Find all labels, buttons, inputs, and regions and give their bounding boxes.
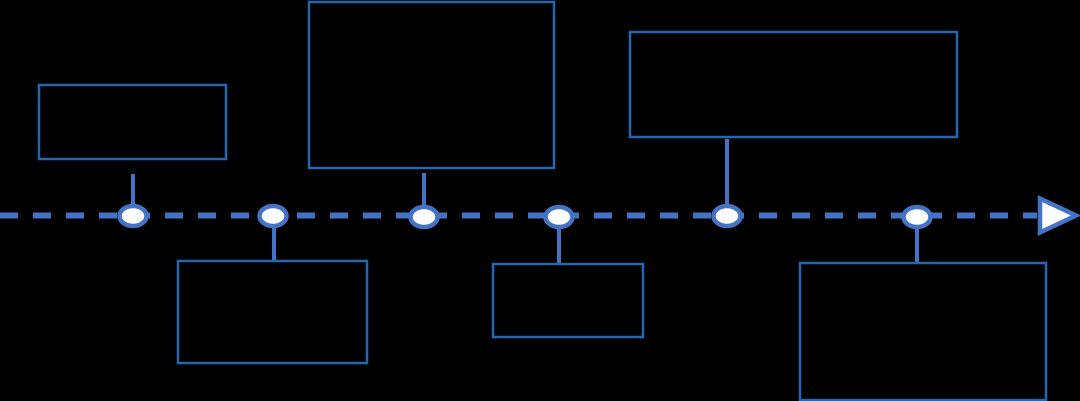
timeline-node — [257, 203, 289, 229]
timeline-node — [901, 204, 933, 230]
timeline-node — [408, 204, 440, 230]
timeline-node — [711, 203, 743, 229]
timeline-node — [543, 204, 575, 230]
event-box — [176, 259, 369, 365]
event-box — [628, 30, 959, 139]
event-box — [307, 0, 556, 170]
event-box — [798, 261, 1048, 401]
event-box — [37, 83, 228, 161]
timeline-node — [117, 203, 149, 229]
timeline-arrowhead-icon — [1037, 194, 1080, 237]
event-box — [491, 262, 645, 339]
